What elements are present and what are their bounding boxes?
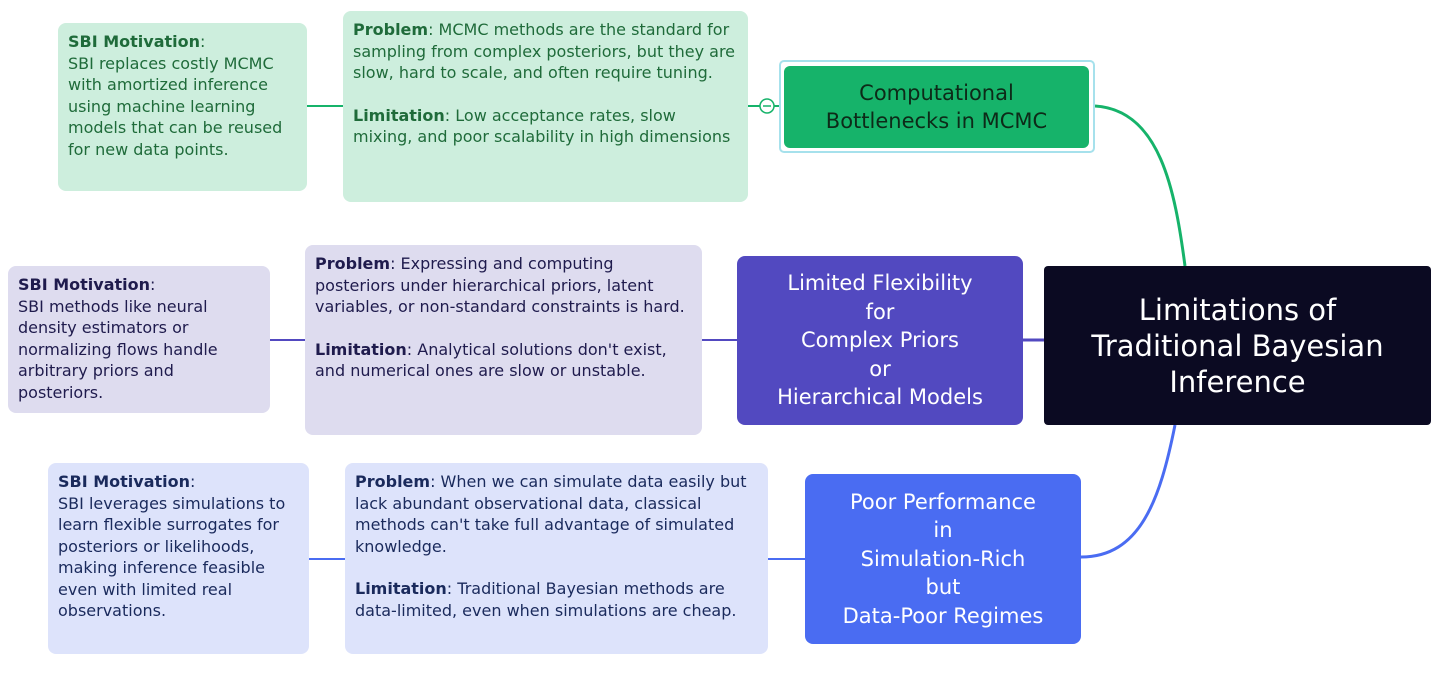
problem-text: : When we can simulate data easily but l… [355, 472, 747, 556]
limitation-text: : Traditional Bayesian methods are data-… [355, 579, 737, 620]
limitation-paragraph: Limitation: Traditional Bayesian methods… [355, 579, 736, 620]
motivation-note-performance[interactable]: SBI Motivation: SBI leverages simulation… [48, 463, 309, 654]
motivation-label: SBI Motivation: [18, 275, 156, 294]
branch-title-line: Computational [859, 80, 1014, 105]
problem-text: : MCMC methods are the standard for samp… [353, 20, 736, 82]
motivation-text: SBI methods like neural density estimato… [18, 296, 218, 402]
branch-computational-bottlenecks[interactable]: Computational Bottlenecks in MCMC [784, 66, 1089, 148]
problem-paragraph: Problem: Expressing and computing poster… [315, 254, 685, 316]
root-topic-line: Traditional Bayesian [1091, 328, 1384, 363]
limitation-label: Limitation [355, 579, 447, 598]
branch-title-line: or [869, 356, 891, 381]
problem-text: : Expressing and computing posteriors un… [315, 254, 685, 316]
branch-title-line: Complex Priors [801, 328, 959, 353]
problem-note-performance[interactable]: Problem: When we can simulate data easil… [345, 463, 768, 654]
motivation-label: SBI Motivation: [58, 472, 196, 491]
problem-paragraph: Problem: When we can simulate data easil… [355, 472, 747, 556]
problem-label: Problem [315, 254, 391, 273]
problem-paragraph: Problem: MCMC methods are the standard f… [353, 20, 735, 82]
limitation-paragraph: Limitation: Low acceptance rates, slow m… [353, 106, 730, 147]
branch-title-line: Limited Flexibility [787, 271, 973, 296]
motivation-note-flexibility[interactable]: SBI Motivation: SBI methods like neural … [8, 266, 270, 413]
connector-root-to-computational-bottlenecks [1094, 104, 1187, 267]
selection-outline [779, 60, 1095, 153]
branch-title-line: Poor Performance [849, 489, 1036, 514]
branch-title-line: Hierarchical Models [777, 385, 983, 410]
problem-note-flexibility[interactable]: Problem: Expressing and computing poster… [305, 245, 702, 435]
motivation-text: SBI replaces costly MCMC with amortized … [68, 53, 283, 159]
limitation-text: : Low acceptance rates, slow mixing, and… [353, 105, 731, 147]
branch-title-line: Data-Poor Regimes [842, 603, 1044, 628]
problem-note-computational[interactable]: Problem: MCMC methods are the standard f… [343, 11, 748, 202]
limitation-label: Limitation [353, 105, 445, 125]
limitation-label: Limitation [315, 339, 407, 359]
motivation-note-computational[interactable]: SBI Motivation: SBI replaces costly MCMC… [58, 23, 307, 191]
branch-title-line: Bottlenecks in MCMC [825, 109, 1048, 133]
root-topic[interactable]: Limitations of Traditional Bayesian Infe… [1044, 266, 1431, 425]
problem-label: Problem [355, 472, 431, 491]
branch-poor-performance[interactable]: Poor Performance in Simulation-Rich but … [805, 474, 1081, 644]
limitation-paragraph: Limitation: Analytical solutions don't e… [315, 340, 667, 381]
branch-limited-flexibility[interactable]: Limited Flexibility for Complex Priors o… [737, 256, 1023, 425]
branch-title-line: but [925, 575, 961, 600]
limitation-text: : Analytical solutions don't exist, and … [315, 339, 667, 381]
branch-title-line: for [865, 299, 895, 324]
branch-title-line: Simulation-Rich [860, 546, 1026, 571]
motivation-text: SBI leverages simulations to learn flexi… [58, 493, 286, 621]
root-topic-line: Inference [1169, 364, 1306, 399]
root-topic-line: Limitations of [1138, 292, 1337, 327]
branch-title-line: in [933, 518, 953, 543]
connector-root-to-poor-performance [1080, 424, 1177, 559]
motivation-label: SBI Motivation: [68, 32, 206, 51]
problem-label: Problem [353, 20, 429, 39]
